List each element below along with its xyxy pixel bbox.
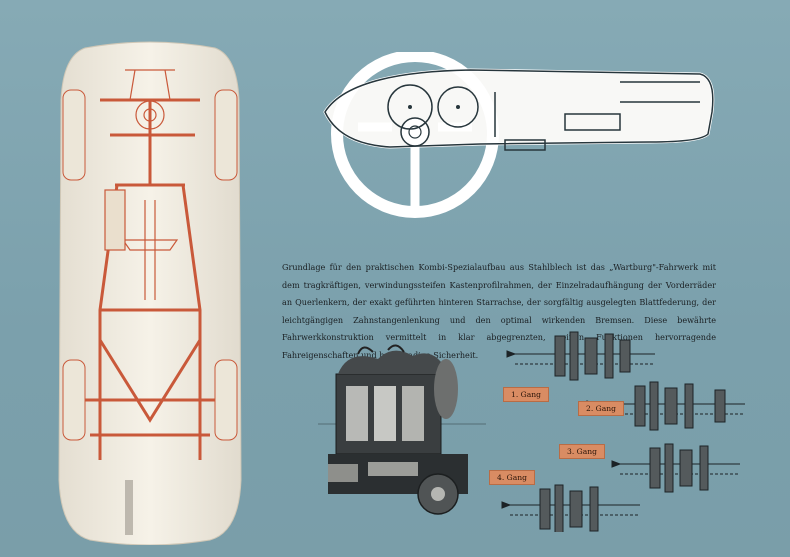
description-paragraph: Grundlage für den praktischen Kombi-Spez…: [282, 262, 716, 361]
gear-label-2: 2. Gang: [578, 401, 625, 416]
gear-label-4: 4. Gang: [489, 470, 536, 485]
engine-cutaway-illustration: [318, 344, 486, 515]
dashboard-illustration: [323, 52, 715, 218]
chassis-illustration: [58, 41, 242, 545]
gearbox-diagrams: [501, 331, 745, 532]
gear-label-3: 3. Gang: [559, 444, 606, 459]
gear-label-1: 1. Gang: [503, 387, 550, 402]
